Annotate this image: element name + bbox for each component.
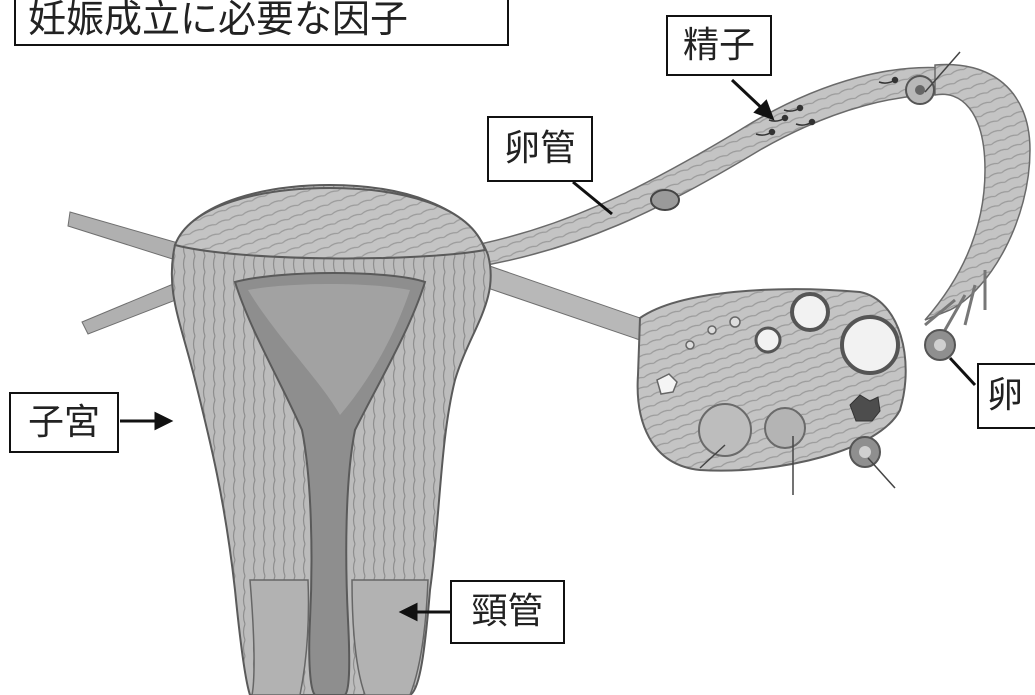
label-cervical-canal: 頸管	[450, 580, 565, 644]
corpus-luteum	[699, 404, 751, 456]
label-uterus: 子宮	[9, 392, 119, 453]
follicle-medium	[792, 294, 828, 330]
label-egg: 卵	[977, 363, 1035, 429]
follicle-large	[842, 317, 898, 373]
left-ovarian-ligament	[82, 282, 186, 334]
zygote-in-tube	[651, 190, 679, 210]
cervix	[250, 580, 308, 695]
label-sperm: 精子	[666, 15, 772, 76]
ovarian-ligament	[470, 262, 640, 340]
label-fallopian-tube: 卵管	[487, 116, 593, 182]
fimbriae	[925, 64, 1030, 320]
left-round-ligament	[68, 212, 185, 262]
diagram-title: 妊娠成立に必要な因子	[14, 0, 509, 46]
uterus-fundus	[175, 188, 485, 258]
follicle-small	[756, 328, 780, 352]
